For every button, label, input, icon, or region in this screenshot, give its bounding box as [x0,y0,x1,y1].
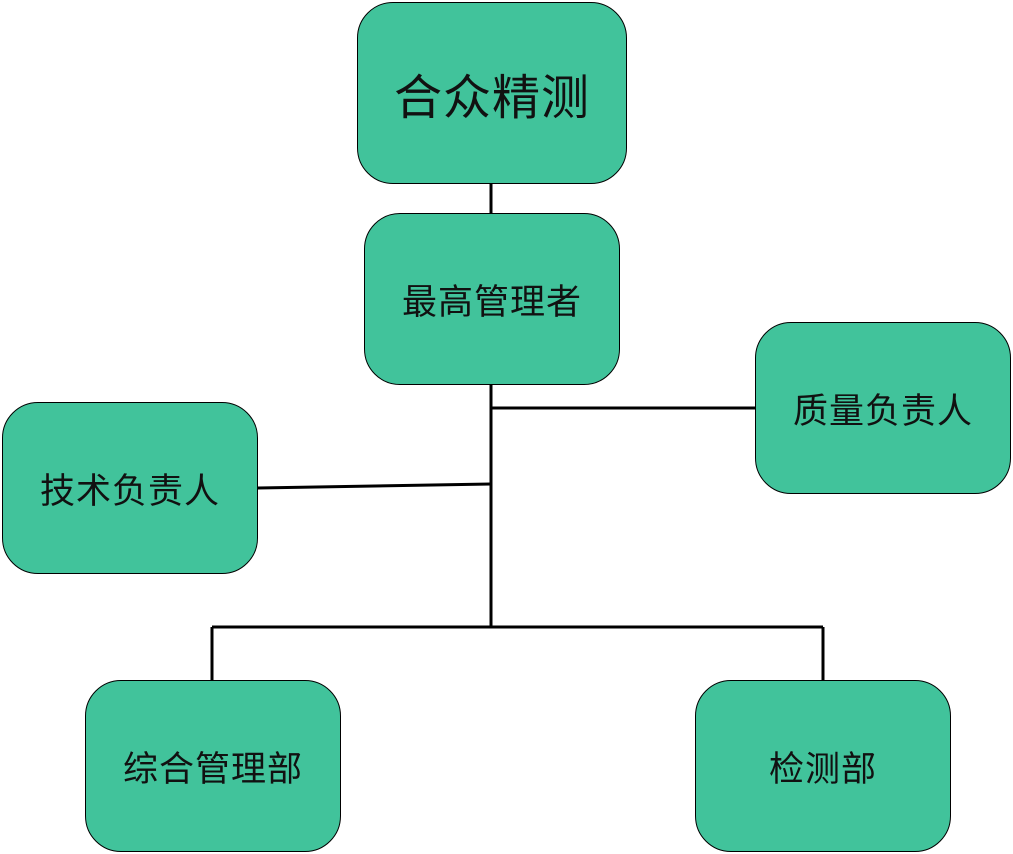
node-technical-lead: 技术负责人 [2,402,258,574]
node-top-manager: 最高管理者 [364,213,620,385]
node-admin-department: 综合管理部 [85,680,341,852]
node-testing-department: 检测部 [695,680,951,852]
node-company: 合众精测 [357,2,627,184]
node-quality-lead: 质量负责人 [755,322,1011,494]
connector-to-technical-lead [257,482,492,490]
